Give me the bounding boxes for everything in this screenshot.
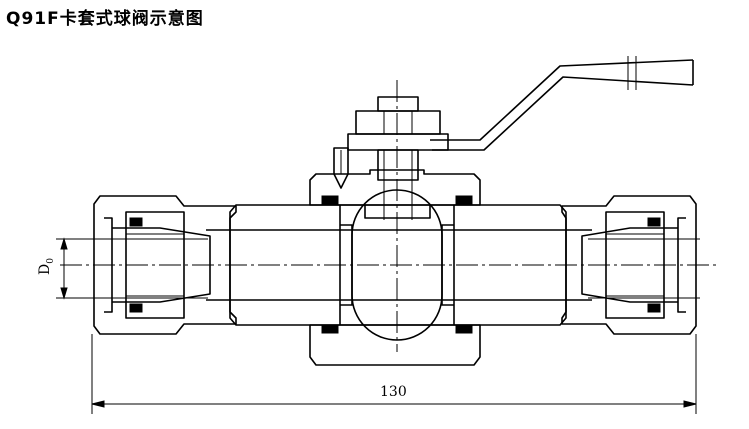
handle-lever [430,56,694,151]
centerlines [60,80,718,352]
valve-body-upper [309,169,481,219]
stop-pin [333,147,349,189]
d0-label: D0 [37,258,56,275]
diagram-title: Q91F卡套式球阀示意图 [6,9,204,29]
d0-dimension: D0 [37,237,68,300]
left-fitting [93,195,237,335]
length-label: 130 [380,384,407,400]
valve-body-lower [309,324,481,366]
length-dimension: 130 [91,334,697,414]
stem-nut [347,96,449,220]
pipe-bore [56,238,700,299]
